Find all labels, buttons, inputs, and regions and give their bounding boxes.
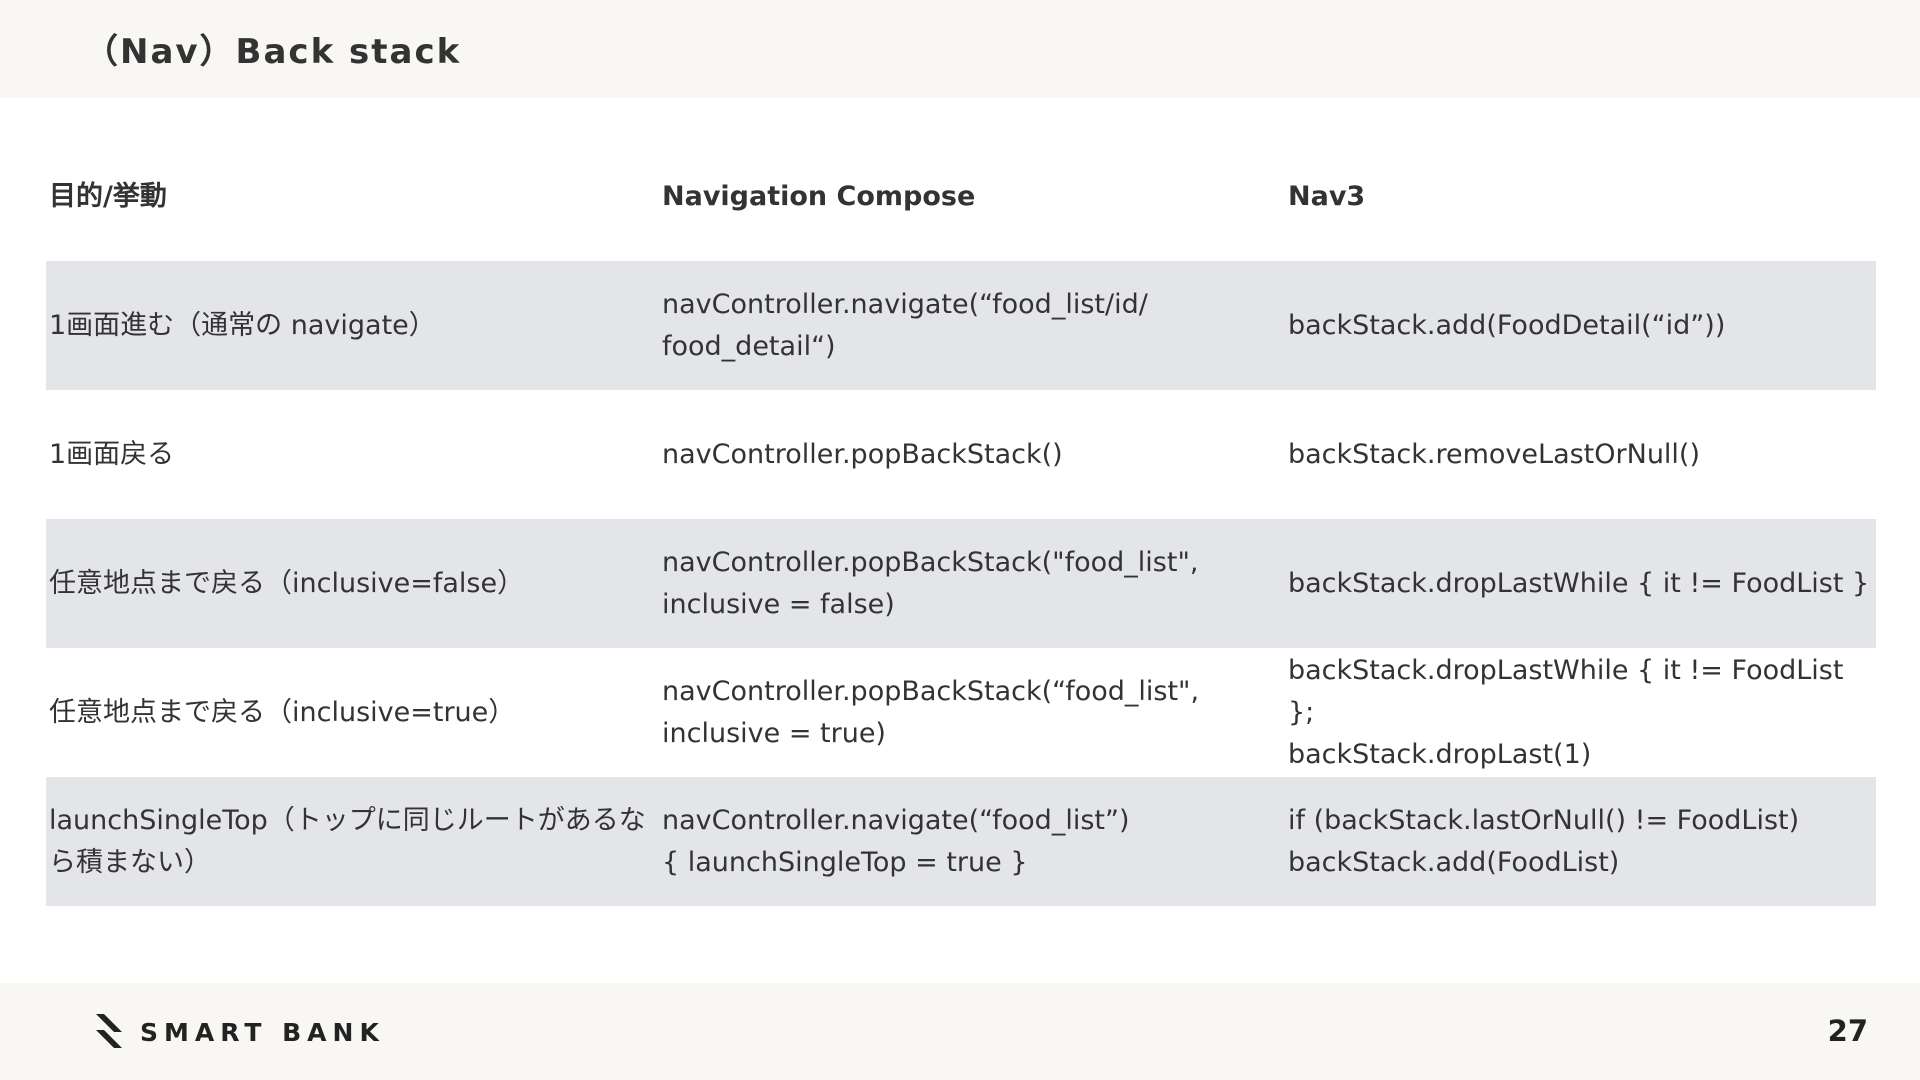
page-number: 27 (1827, 1014, 1868, 1048)
cell-nav3: if (backStack.lastOrNull() != FoodList) … (1288, 804, 1800, 878)
cell-navigation-compose: navController.popBackStack(“food_list", … (662, 675, 1200, 749)
cell-purpose: 任意地点まで戻る（inclusive=false） (49, 567, 525, 599)
smartbank-slash-logo-icon (96, 1014, 122, 1048)
cell-purpose: 任意地点まで戻る（inclusive=true） (49, 696, 516, 728)
cell-nav3: backStack.dropLastWhile { it != FoodList… (1288, 654, 1844, 770)
table-row: 任意地点まで戻る（inclusive=false） navController.… (46, 519, 1876, 648)
cell-purpose: launchSingleTop（トップに同じルートがあるな ら積まない） (49, 804, 646, 878)
cell-nav3: backStack.removeLastOrNull() (1288, 438, 1701, 470)
cell-purpose: 1画面戻る (49, 438, 175, 470)
header-navigation-compose: Navigation Compose (662, 180, 976, 212)
table-header-row: 目的/挙動 Navigation Compose Nav3 (46, 132, 1876, 261)
logo-text: SMART BANK (140, 1017, 385, 1047)
table-row: 任意地点まで戻る（inclusive=true） navController.p… (46, 648, 1876, 777)
cell-navigation-compose: navController.popBackStack() (662, 438, 1063, 470)
footer-band (0, 983, 1920, 1080)
table-row: launchSingleTop（トップに同じルートがあるな ら積まない） nav… (46, 777, 1876, 906)
cell-navigation-compose: navController.navigate(“food_list”) { la… (662, 804, 1130, 878)
table-row: 1画面進む（通常の navigate） navController.naviga… (46, 261, 1876, 390)
header-nav3: Nav3 (1288, 180, 1366, 212)
header-band (0, 0, 1920, 98)
table-row: 1画面戻る navController.popBackStack() backS… (46, 390, 1876, 519)
cell-navigation-compose: navController.navigate(“food_list/id/ fo… (662, 288, 1148, 362)
header-purpose: 目的/挙動 (49, 180, 167, 212)
smartbank-logo: SMART BANK (92, 1012, 385, 1052)
comparison-table: 目的/挙動 Navigation Compose Nav3 1画面進む（通常の … (46, 132, 1876, 906)
cell-nav3: backStack.dropLastWhile { it != FoodList… (1288, 567, 1870, 599)
cell-nav3: backStack.add(FoodDetail(“id”)) (1288, 309, 1726, 341)
cell-purpose: 1画面進む（通常の navigate） (49, 309, 436, 341)
cell-navigation-compose: navController.popBackStack("food_list", … (662, 546, 1199, 620)
slide-title: （Nav）Back stack (84, 32, 462, 72)
